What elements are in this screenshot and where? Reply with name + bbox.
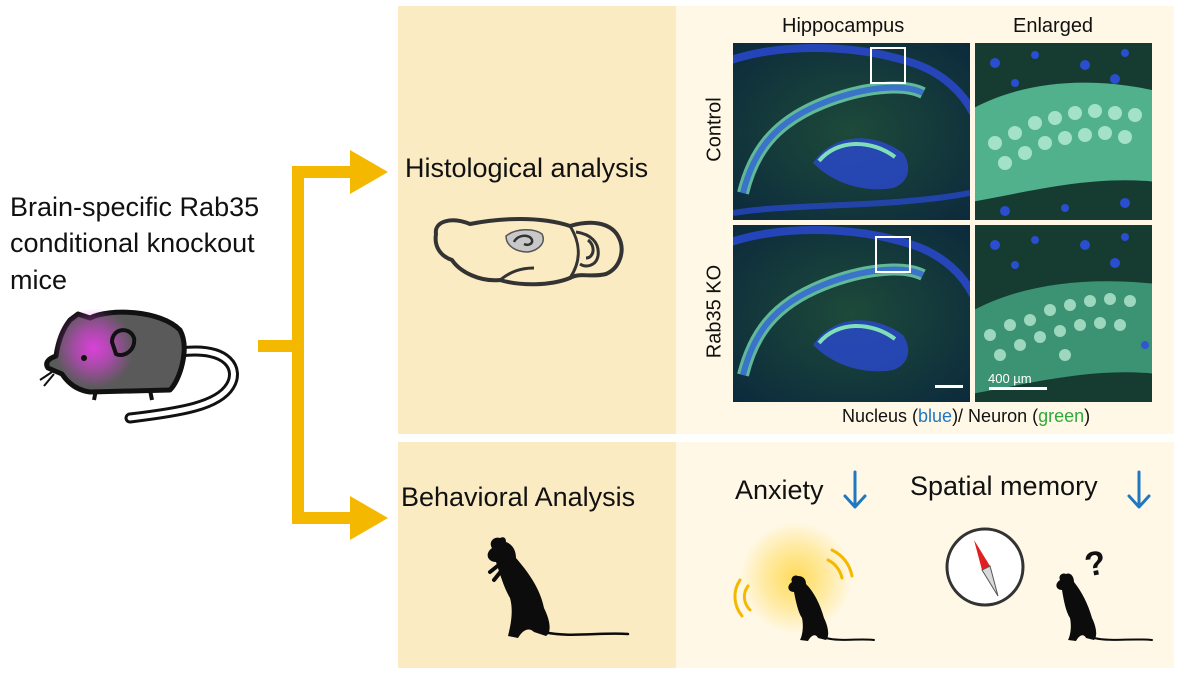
scale-bar-label: 400 µm — [988, 371, 1032, 386]
branch-arrows — [258, 150, 388, 540]
anxious-mouse-icon — [733, 522, 875, 641]
legend-prefix: Nucleus ( — [842, 406, 919, 426]
legend-mid: )/ Neuron ( — [952, 406, 1039, 426]
column-header-enlarged: Enlarged — [1013, 15, 1094, 37]
legend-blue: blue — [918, 406, 953, 426]
scale-bar-line-enlarged — [989, 387, 1047, 390]
mouse-sideview-icon — [39, 308, 239, 424]
micrograph-control-hippocampus — [733, 43, 970, 220]
micrograph-control-enlarged — [975, 43, 1152, 220]
mouse-model-line2: conditional knockout — [10, 228, 255, 258]
rearing-mouse-icon — [487, 537, 630, 638]
mouse-model-line3: mice — [10, 265, 68, 295]
stain-legend: Nucleus (blue)/ Neuron (green) — [842, 406, 1090, 427]
column-header-hippocampus: Hippocampus — [782, 15, 905, 37]
scale-bar-line — [935, 385, 963, 388]
legend-green: green — [1038, 406, 1085, 426]
row-label-rab35-ko: Rab35 KO — [703, 264, 726, 359]
row-label-control: Control — [703, 97, 726, 162]
micrograph-ko-hippocampus — [733, 225, 970, 402]
compass-icon — [945, 527, 1025, 607]
behavior-title: Behavioral Analysis — [401, 482, 636, 512]
mouse-model-line1: Brain-specific Rab35 — [10, 192, 260, 222]
micrograph-ko-enlarged — [975, 225, 1152, 402]
histology-title: Histological analysis — [405, 153, 649, 183]
anxiety-label: Anxiety — [735, 475, 824, 505]
brain-outline-icon — [433, 217, 624, 287]
spatial-memory-label: Spatial memory — [910, 471, 1098, 501]
arrow-down-icon-spatial — [1127, 470, 1151, 509]
legend-suffix: ) — [1084, 406, 1091, 426]
confused-mouse-icon — [1056, 573, 1153, 641]
arrow-down-icon-anxiety — [843, 470, 867, 509]
